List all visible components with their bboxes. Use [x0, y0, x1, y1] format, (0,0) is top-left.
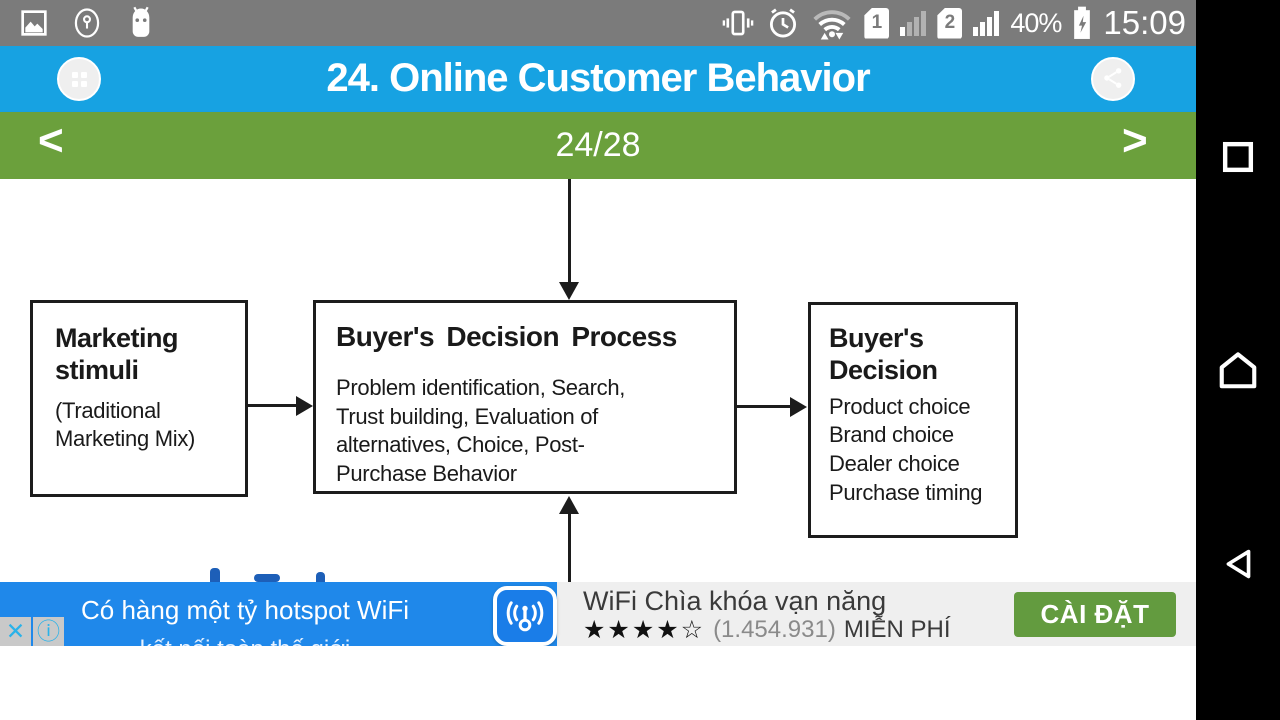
sim2-number: 2: [944, 12, 956, 33]
arrow-bottom-head: [559, 496, 579, 514]
clock-text: 15:09: [1103, 4, 1186, 41]
box3-title: Buyer's Decision: [829, 323, 1005, 387]
sim1-badge: 1: [864, 7, 890, 39]
box1-title: Marketing stimuli: [55, 323, 179, 385]
menu-button[interactable]: [57, 57, 101, 101]
arrow1-line: [247, 404, 298, 407]
diagram-box-marketing-stimuli: Marketing stimuli (Traditional Marketing…: [30, 300, 248, 497]
next-slide-button[interactable]: >: [1122, 116, 1148, 165]
slide-pager-bar: < 24/28 >: [0, 112, 1196, 179]
diagram-box-decision-process: Buyer's Decision Process Problem identif…: [313, 300, 737, 494]
install-button[interactable]: CÀI ĐẶT: [1014, 592, 1176, 637]
box2-line: Trust building, Evaluation of: [336, 403, 598, 429]
box2-body: Problem identification, Search, Trust bu…: [336, 374, 720, 488]
box3-line: Dealer choice: [829, 450, 960, 476]
status-bar: 1 2 40% 15:09: [0, 0, 1196, 46]
box2-title: Buyer's Decision Process: [336, 321, 677, 352]
arrow2-head: [790, 397, 807, 417]
battery-charging-icon: [1072, 6, 1092, 40]
recents-square-icon: [1216, 135, 1260, 182]
rating-count: (1.454.931): [713, 616, 836, 643]
alarm-clock-icon: [766, 6, 800, 40]
back-triangle-icon: [1215, 541, 1261, 590]
box3-title-line2: Decision: [829, 354, 938, 385]
arrow2-line: [737, 405, 792, 408]
share-icon: [1100, 65, 1126, 94]
sim1-signal-bars: [900, 10, 927, 36]
privacy-shield-icon: [72, 7, 102, 39]
arrow1-head: [296, 396, 313, 416]
box3-line: Brand choice: [829, 422, 954, 448]
sim2-signal-bars: [973, 10, 1000, 36]
clipped-text-artifact: [196, 562, 366, 582]
box3-line: Purchase timing: [829, 479, 983, 505]
box2-line: Problem identification, Search,: [336, 375, 626, 401]
arrow-bottom-line: [568, 513, 571, 582]
share-button[interactable]: [1091, 57, 1135, 101]
arrow-top-head: [559, 282, 579, 300]
status-bar-right: 1 2 40% 15:09: [721, 4, 1186, 42]
diagram-box-buyers-decision: Buyer's Decision Product choice Brand ch…: [808, 302, 1018, 538]
arrow-top-line: [568, 179, 571, 283]
slide-position: 24/28: [555, 126, 641, 164]
vibrate-icon: [721, 7, 755, 39]
ad-app-name: WiFi Chìa khóa vạn năng: [583, 586, 887, 616]
sim2-badge: 2: [937, 7, 963, 39]
ad-promo-text-2: kết nối toàn thế giới: [0, 636, 490, 646]
battery-percent: 40%: [1010, 7, 1062, 38]
ad-banner: Có hàng một tỷ hotspot WiFi kết nối toàn…: [0, 582, 1196, 646]
box2-line: Purchase Behavior: [336, 460, 517, 486]
android-nav-bar: [1196, 0, 1280, 720]
box1-subtitle: (Traditional Marketing Mix): [55, 397, 196, 452]
ad-promo-panel[interactable]: Có hàng một tỷ hotspot WiFi kết nối toàn…: [0, 582, 557, 646]
wifi-master-key-app-icon[interactable]: [493, 586, 557, 646]
ad-rating-row: ★★★★☆ (1.454.931) MIỄN PHÍ: [583, 615, 951, 645]
box3-body: Product choice Brand choice Dealer choic…: [829, 393, 1005, 507]
box2-line: alternatives, Choice, Post-: [336, 432, 585, 458]
box3-title-line1: Buyer's: [829, 323, 924, 353]
wifi-signal-icon: [811, 5, 853, 41]
box3-line: Product choice: [829, 393, 971, 419]
recents-button[interactable]: [1196, 123, 1280, 193]
previous-slide-button[interactable]: <: [38, 116, 64, 165]
screenshot-notification-icon: [18, 7, 50, 39]
grid-menu-icon: [71, 71, 87, 87]
star-rating: ★★★★☆: [583, 616, 706, 644]
ad-close-button[interactable]: ✕: [0, 617, 31, 646]
android-marshmallow-icon: [124, 5, 158, 41]
ad-info-button[interactable]: ⓘ: [33, 617, 64, 646]
ad-promo-text: Có hàng một tỷ hotspot WiFi: [80, 595, 410, 625]
page-title: 24. Online Customer Behavior: [326, 56, 870, 100]
app-bar: 24. Online Customer Behavior: [0, 46, 1196, 112]
sim1-number: 1: [871, 12, 883, 33]
home-button[interactable]: [1196, 336, 1280, 406]
price-label: MIỄN PHÍ: [843, 616, 951, 643]
status-bar-left: [18, 5, 158, 41]
ad-controls: ✕ ⓘ: [0, 617, 64, 646]
home-icon: [1212, 344, 1264, 399]
back-button[interactable]: [1196, 530, 1280, 600]
